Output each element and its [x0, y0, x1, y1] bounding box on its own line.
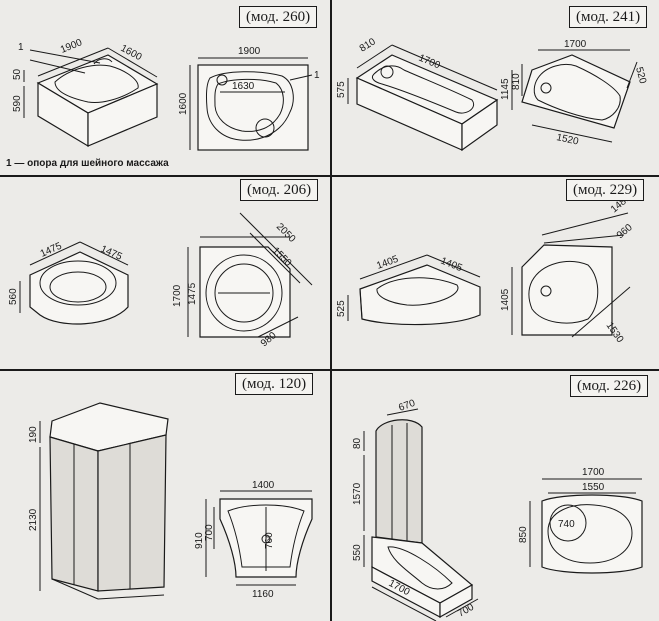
dim-1160: 1160: [252, 589, 274, 600]
model-label-120: (мод. 120): [235, 373, 314, 395]
dim-1570: 1570: [352, 482, 363, 505]
dim-lines-top: [189, 57, 313, 150]
dim-670: 670: [397, 398, 417, 414]
dim-1475-c: 1475: [187, 282, 198, 305]
dim-550: 550: [352, 544, 363, 561]
dim-810-a: 810: [358, 36, 378, 54]
dim-lines-top: [511, 49, 638, 143]
dim-lines-3d: [363, 408, 479, 621]
dim-1145: 1145: [500, 78, 511, 100]
row-divider-2: [0, 369, 659, 371]
dim-lines-top: [187, 212, 313, 338]
dim-2050: 2050: [274, 221, 298, 245]
model-label-260: (мод. 260): [239, 6, 318, 28]
marker-1-left: 1: [18, 42, 24, 53]
dim-760: 760: [264, 532, 275, 549]
diagram-model-229: 1405 1405 525 1480 960 1405 1530: [336, 192, 635, 345]
dim-810-b: 810: [511, 73, 522, 90]
dim-1405-c: 1405: [500, 288, 511, 311]
diagram-model-206: 1475 1475 560 1700 1475 2050 1550 980: [8, 212, 313, 349]
panel-model-241: 810 1700 575 1700 1145 810 520 1520 (мод…: [332, 0, 659, 175]
dim-lines-3d: [23, 47, 158, 118]
panel-model-229: 1405 1405 525 1480 960 1405 1530 (мод. 2…: [332, 177, 659, 369]
dim-1400: 1400: [252, 480, 275, 491]
panel-model-226: 670 80 1570 550 1700 700 1700 1550 850 7…: [332, 371, 659, 621]
dim-590: 590: [12, 95, 23, 112]
dim-575: 575: [336, 81, 347, 98]
dim-850: 850: [518, 526, 529, 543]
shower-cabin-3d: [49, 402, 169, 600]
dim-1700: 1700: [172, 284, 183, 307]
dim-520: 520: [633, 66, 648, 85]
dim-1600-b: 1600: [178, 92, 189, 115]
panel-model-120: 190 2130 1400 910 700 760 1160 (мод. 120…: [0, 371, 330, 621]
dim-910: 910: [194, 532, 205, 549]
model-label-229: (мод. 229): [566, 179, 645, 201]
tub-3d-view: [29, 251, 129, 325]
diagram-model-260: 1900 1600 50 590 1 1900 1630 1600 1: [12, 37, 320, 151]
tub-top-view: [521, 54, 631, 129]
dim-740: 740: [558, 519, 575, 530]
neck-massage-note: 1 — опора для шейного массажа: [6, 158, 169, 169]
tub-top-view: [197, 64, 309, 151]
dim-1700-b: 1700: [564, 39, 587, 50]
tub-3d-view: [359, 264, 481, 326]
dim-1520: 1520: [555, 132, 579, 147]
tub-top-view: [521, 244, 613, 336]
bath-top-view: [541, 494, 643, 574]
tub-3d-view: [29, 49, 159, 148]
dim-1475-a: 1475: [39, 240, 64, 259]
vertical-divider: [330, 0, 332, 621]
dim-190: 190: [28, 426, 39, 443]
dim-1900-b: 1900: [238, 46, 261, 57]
model-label-206: (мод. 206): [240, 179, 319, 201]
marker-1-right: 1: [314, 70, 320, 81]
dim-50: 50: [12, 68, 23, 80]
dim-lines-top: [205, 490, 312, 586]
dim-2130: 2130: [28, 508, 39, 531]
shower-bath-3d: [371, 419, 474, 619]
dim-960: 960: [615, 222, 635, 241]
dim-525: 525: [336, 300, 347, 317]
tub-top-view: [199, 246, 291, 338]
dim-lines-3d: [19, 241, 129, 313]
dim-lines-3d: [347, 44, 498, 104]
row-divider-1: [0, 175, 659, 177]
diagram-model-226: 670 80 1570 550 1700 700 1700 1550 850 7…: [352, 398, 643, 621]
dim-1550: 1550: [582, 482, 605, 493]
dim-1475-b: 1475: [99, 244, 124, 263]
diagram-model-120: 190 2130 1400 910 700 760 1160: [28, 402, 313, 600]
dim-lines-top: [511, 212, 631, 338]
model-label-226: (мод. 226): [570, 375, 649, 397]
dim-lines-top: [529, 478, 642, 567]
dim-1600-a: 1600: [119, 43, 144, 63]
tub-3d-view: [355, 54, 499, 152]
dim-80: 80: [352, 437, 363, 449]
panel-model-260: 1900 1600 50 590 1 1900 1630 1600 1: [0, 0, 330, 175]
dim-1700-b: 1700: [582, 467, 605, 478]
model-label-241: (мод. 241): [569, 6, 648, 28]
dim-1900-a: 1900: [59, 37, 84, 56]
dim-1630: 1630: [232, 81, 255, 92]
panel-model-206: 1475 1475 560 1700 1475 2050 1550 980 (: [0, 177, 330, 369]
dim-lines-3d: [347, 254, 481, 321]
dim-560: 560: [8, 288, 19, 305]
dim-700: 700: [204, 524, 215, 541]
diagram-model-241: 810 1700 575 1700 1145 810 520 1520: [336, 36, 648, 152]
